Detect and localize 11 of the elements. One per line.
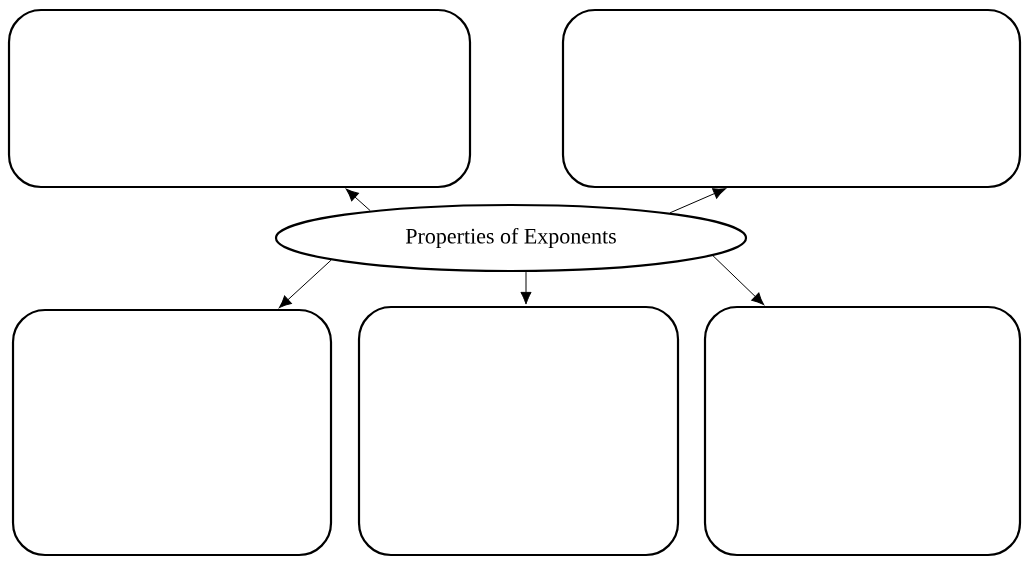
- empty-box: [11, 308, 333, 557]
- empty-box: [7, 8, 472, 189]
- empty-box: [561, 8, 1022, 189]
- arrow: [669, 188, 726, 214]
- arrow: [520, 271, 532, 305]
- ellipse-node: Properties of Exponents: [274, 203, 748, 273]
- arrow: [345, 188, 371, 212]
- empty-box: [357, 305, 680, 557]
- arrow: [712, 255, 765, 306]
- arrow: [278, 259, 332, 309]
- empty-box: [703, 305, 1022, 557]
